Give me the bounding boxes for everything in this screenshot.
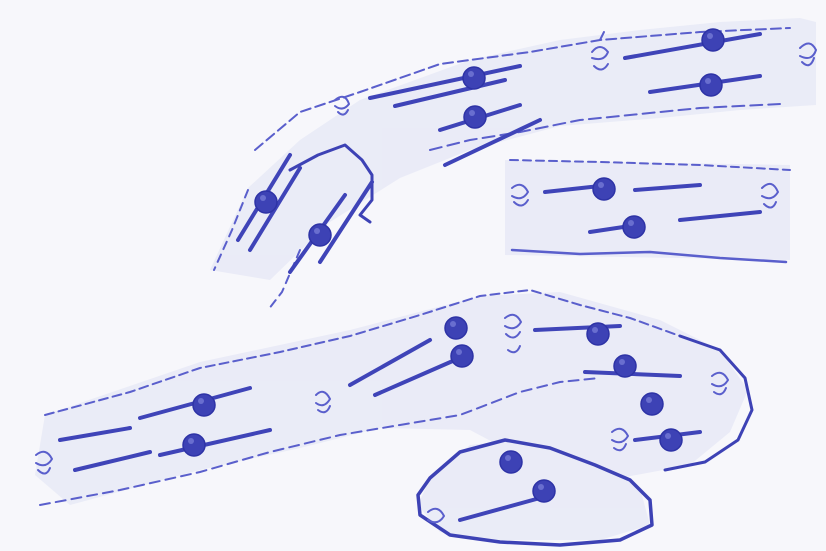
wash-middle-box — [505, 160, 790, 260]
marker — [700, 74, 722, 96]
marker — [183, 434, 205, 456]
marker — [614, 355, 636, 377]
marker — [500, 451, 522, 473]
marker — [445, 317, 467, 339]
marker — [533, 480, 555, 502]
marker — [464, 106, 486, 128]
marker — [623, 216, 645, 238]
symbol-1 — [335, 97, 349, 115]
marker — [193, 394, 215, 416]
marker — [593, 178, 615, 200]
area-washes — [35, 18, 816, 540]
marker — [641, 393, 663, 415]
marker — [309, 224, 331, 246]
marker — [255, 191, 277, 213]
marker — [587, 323, 609, 345]
marker — [451, 345, 473, 367]
marker — [463, 67, 485, 89]
marker — [660, 429, 682, 451]
marker — [702, 29, 724, 51]
